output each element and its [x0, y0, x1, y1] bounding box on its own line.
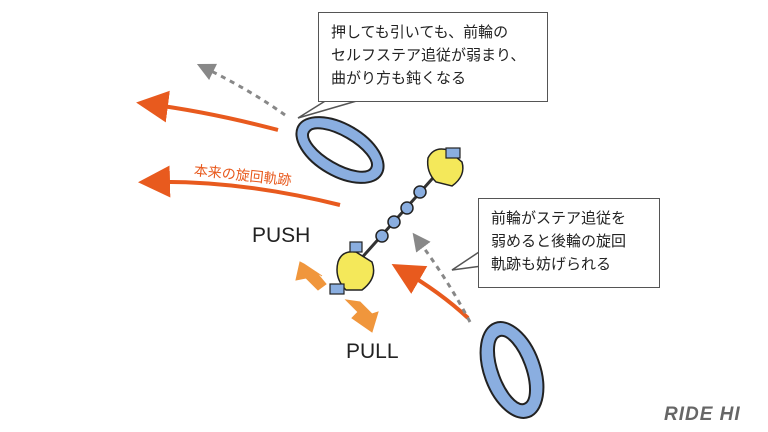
pull-label: PULL	[346, 340, 399, 363]
callout-right-tail	[451, 249, 483, 271]
callout-top-line-3: 曲がり方も鈍くなる	[331, 69, 467, 87]
callout-top-tail	[297, 97, 361, 119]
dashed-arrow-right	[412, 232, 472, 323]
rider-hand-upper	[426, 147, 464, 187]
callout-right-line-3: 軌跡も妨げられる	[491, 255, 612, 273]
callout-right-line-2: 弱めると後輪の旋回	[491, 232, 627, 250]
rear-tire	[479, 321, 545, 419]
orange-arrow-rear	[391, 263, 470, 320]
orange-arrow-upper	[136, 90, 279, 132]
push-label: PUSH	[252, 224, 311, 247]
orange-arrow-lower	[138, 165, 341, 207]
callout-right-line-1: 前輪がステア追従を	[491, 209, 627, 227]
dashed-arrow-top	[196, 63, 286, 117]
pull-arrow	[344, 299, 379, 333]
callout-top-line-1: 押しても引いても、前輪の	[331, 23, 509, 41]
push-arrow	[295, 261, 327, 291]
callout-top: 押しても引いても、前輪の セルフステア追従が弱まり、 曲がり方も鈍くなる	[318, 12, 548, 102]
callout-top-line-2: セルフステア追従が弱まり、	[331, 46, 526, 64]
rider-hand-lower	[329, 241, 375, 295]
front-tire	[295, 116, 385, 184]
callout-right: 前輪がステア追従を 弱めると後輪の旋回 軌跡も妨げられる	[478, 198, 660, 288]
steering-assembly	[329, 147, 464, 295]
ride-hi-logo: RIDE HI	[664, 404, 741, 425]
